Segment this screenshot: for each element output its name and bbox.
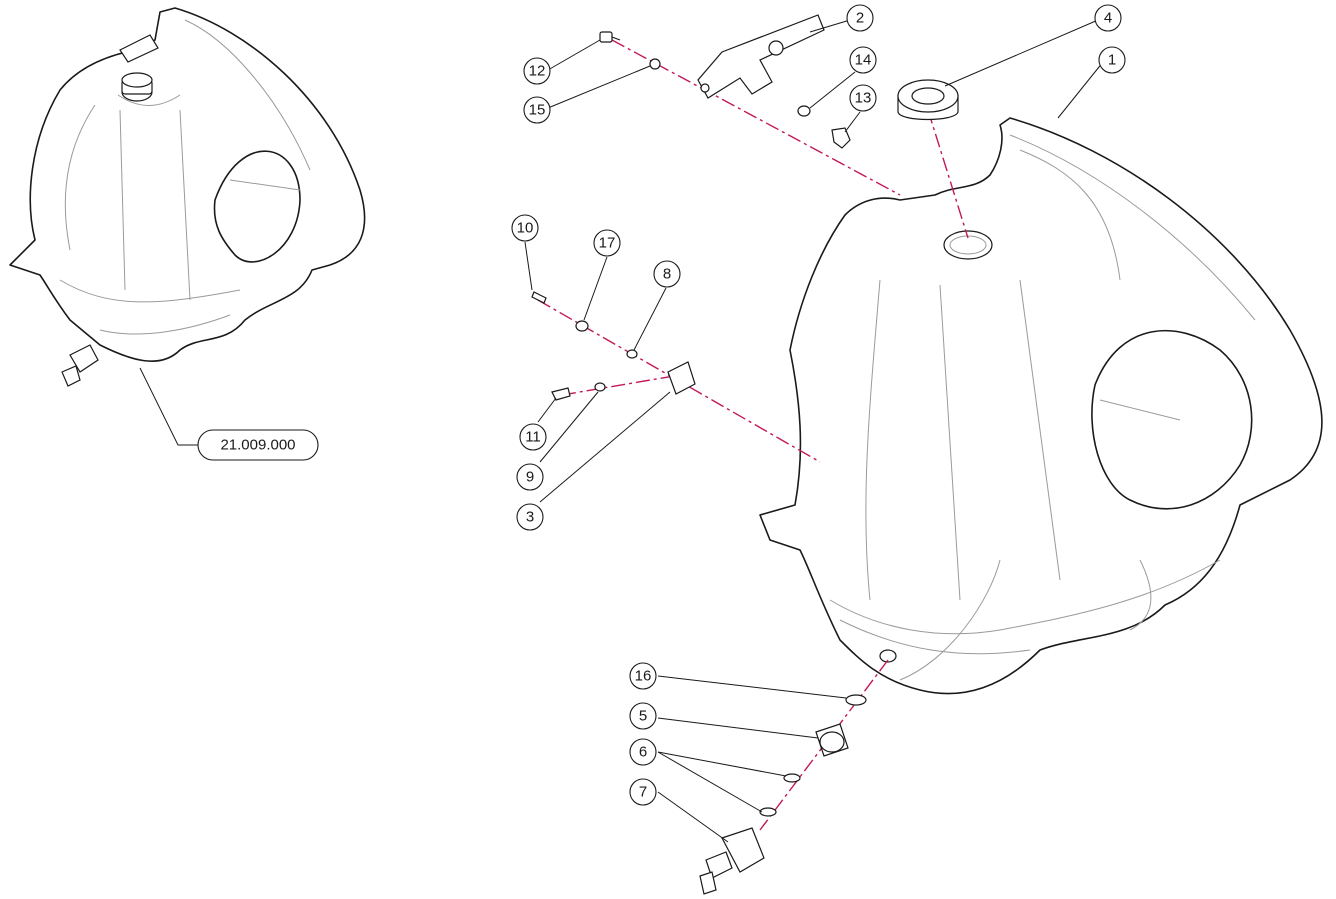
callout-12-label: 12 <box>529 63 546 80</box>
callout-16-label: 16 <box>635 668 652 685</box>
adapter-5 <box>815 723 849 757</box>
callout-6-label: 6 <box>639 744 647 761</box>
callout-3: 3 <box>516 503 544 531</box>
reference-box <box>197 429 319 461</box>
washer-8 <box>626 349 638 359</box>
callout-12: 12 <box>523 57 551 85</box>
seal-6b <box>759 807 777 817</box>
callout-15-label: 15 <box>529 102 546 119</box>
screw-10 <box>531 291 547 304</box>
callout-3-label: 3 <box>526 509 534 526</box>
screw-13 <box>831 127 851 149</box>
callout-17: 17 <box>593 229 621 257</box>
washer-15 <box>649 58 661 70</box>
callout-13: 13 <box>849 84 877 112</box>
callout-8-label: 8 <box>663 266 671 283</box>
callout-6: 6 <box>629 738 657 766</box>
screw-12 <box>599 31 621 43</box>
screw-11 <box>551 387 571 401</box>
nut-17 <box>575 320 589 332</box>
fuel-cap <box>897 79 959 121</box>
callout-13-label: 13 <box>855 90 872 107</box>
callout-11-label: 11 <box>525 429 541 446</box>
seal-6a <box>783 773 801 783</box>
callout-7-label: 7 <box>639 784 647 801</box>
drain-valve-7 <box>699 827 765 895</box>
callout-1: 1 <box>1098 46 1126 74</box>
callout-17-label: 17 <box>599 235 616 252</box>
callout-15: 15 <box>523 96 551 124</box>
callout-14: 14 <box>849 46 877 74</box>
callout-11: 11 <box>519 423 547 451</box>
callout-9: 9 <box>516 463 544 491</box>
callout-9-label: 9 <box>526 469 534 486</box>
o-ring-16 <box>845 694 867 706</box>
callout-8: 8 <box>653 260 681 288</box>
callout-7: 7 <box>629 778 657 806</box>
callout-16: 16 <box>629 662 657 690</box>
callout-2: 2 <box>846 4 874 32</box>
washer-14 <box>797 105 811 117</box>
callout-10: 10 <box>511 214 539 242</box>
mounting-bracket <box>697 14 825 99</box>
callout-5: 5 <box>629 702 657 730</box>
callout-14-label: 14 <box>855 52 872 69</box>
callout-2-label: 2 <box>856 10 864 27</box>
assembled-tank-view <box>9 7 366 387</box>
reference-number: 21.009.000 <box>220 437 295 454</box>
filler-neck <box>943 230 993 260</box>
callout-4: 4 <box>1094 4 1122 32</box>
leader-lines <box>524 19 1104 843</box>
drain-hole <box>879 649 897 663</box>
assembly-reference-label: 21.009.000 <box>139 367 319 461</box>
small-tank-bracket <box>119 34 159 63</box>
callout-5-label: 5 <box>639 708 647 725</box>
washer-9 <box>594 382 606 392</box>
exploded-tank-body <box>759 117 1323 695</box>
callout-1-label: 1 <box>1108 52 1116 69</box>
callout-10-label: 10 <box>517 220 534 237</box>
callout-4-label: 4 <box>1104 10 1112 27</box>
clip-3 <box>667 361 696 395</box>
